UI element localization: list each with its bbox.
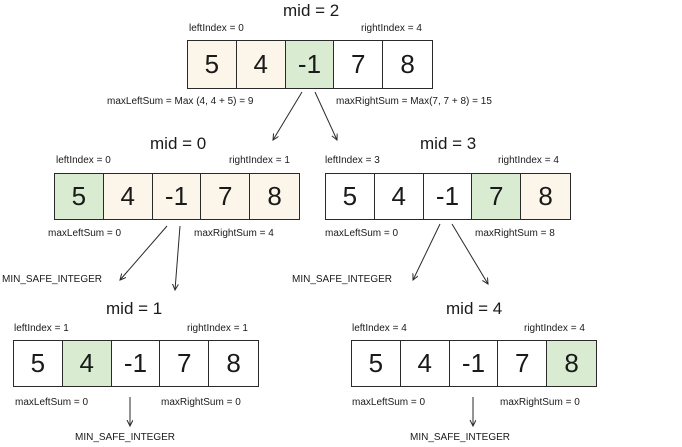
max-left-sum-label: maxLeftSum = 0 <box>325 228 399 239</box>
min-safe-integer-label: MIN_SAFE_INTEGER <box>410 432 511 443</box>
array-cell: 5 <box>352 341 401 386</box>
arrow-root-to-left <box>273 91 303 140</box>
array-cell: 8 <box>250 174 299 219</box>
mid-label: mid = 2 <box>283 1 340 20</box>
array-cell: 5 <box>188 41 237 88</box>
min-safe-integer-label: MIN_SAFE_INTEGER <box>2 274 103 285</box>
array-cell: 7 <box>472 174 522 219</box>
right-index-label: rightIndex = 4 <box>498 155 559 166</box>
array-cell: 4 <box>103 174 153 219</box>
right-index-label: rightIndex = 4 <box>361 23 422 34</box>
left-index-label: leftIndex = 0 <box>189 23 244 34</box>
max-right-sum-label: maxRightSum = Max(7, 7 + 8) = 15 <box>336 96 492 107</box>
array-cell: 5 <box>55 174 104 219</box>
array-cell: 7 <box>498 341 548 386</box>
array-cell: 8 <box>547 341 596 386</box>
array-cell: -1 <box>424 174 473 219</box>
max-right-sum-label: maxRightSum = 8 <box>475 228 555 239</box>
array-cell: 4 <box>62 341 112 386</box>
max-left-sum-label: maxLeftSum = 0 <box>352 397 426 408</box>
min-safe-integer-label: MIN_SAFE_INTEGER <box>292 274 393 285</box>
right-index-label: rightIndex = 1 <box>187 323 248 334</box>
array-cell: 7 <box>201 174 251 219</box>
max-left-sum-label: maxLeftSum = Max (4, 4 + 5) = 9 <box>107 96 254 107</box>
mid-label: mid = 4 <box>446 299 503 318</box>
max-right-sum-label: maxRightSum = 0 <box>161 397 241 408</box>
array-cell: 7 <box>334 41 384 88</box>
arrow-left-to-midleft <box>175 225 181 290</box>
array-cell: 4 <box>375 174 424 219</box>
mid-label: mid = 1 <box>106 299 163 318</box>
right-index-label: rightIndex = 4 <box>524 323 585 334</box>
array-cell: 5 <box>14 341 63 386</box>
array-cell: 4 <box>236 41 286 88</box>
array-cell: 8 <box>521 174 570 219</box>
arrow-root-to-right <box>314 91 337 140</box>
mid-label: mid = 0 <box>150 134 207 153</box>
max-left-sum-label: maxLeftSum = 0 <box>15 397 89 408</box>
array-cell: -1 <box>112 341 161 386</box>
array-cell: 7 <box>160 341 210 386</box>
array-cell: 5 <box>326 174 375 219</box>
left-index-label: leftIndex = 4 <box>352 323 407 334</box>
array-cell: 8 <box>226 348 241 378</box>
arrow-left-to-min <box>120 225 168 280</box>
mid-label: mid = 3 <box>420 134 477 153</box>
min-safe-integer-label: MIN_SAFE_INTEGER <box>75 432 176 443</box>
array-cell: 8 <box>400 49 415 79</box>
left-index-label: leftIndex = 0 <box>56 155 111 166</box>
left-index-label: leftIndex = 3 <box>325 155 380 166</box>
right-index-label: rightIndex = 1 <box>229 155 290 166</box>
array-cell: -1 <box>285 41 335 88</box>
max-right-sum-label: maxRightSum = 0 <box>500 397 580 408</box>
max-right-sum-label: maxRightSum = 4 <box>194 228 274 239</box>
left-index-label: leftIndex = 1 <box>14 323 69 334</box>
array-cell: -1 <box>152 174 202 219</box>
array-cell: -1 <box>450 341 499 386</box>
max-left-sum-label: maxLeftSum = 0 <box>48 228 122 239</box>
array-cell: 4 <box>401 341 450 386</box>
arrow-right-to-min <box>413 223 441 280</box>
